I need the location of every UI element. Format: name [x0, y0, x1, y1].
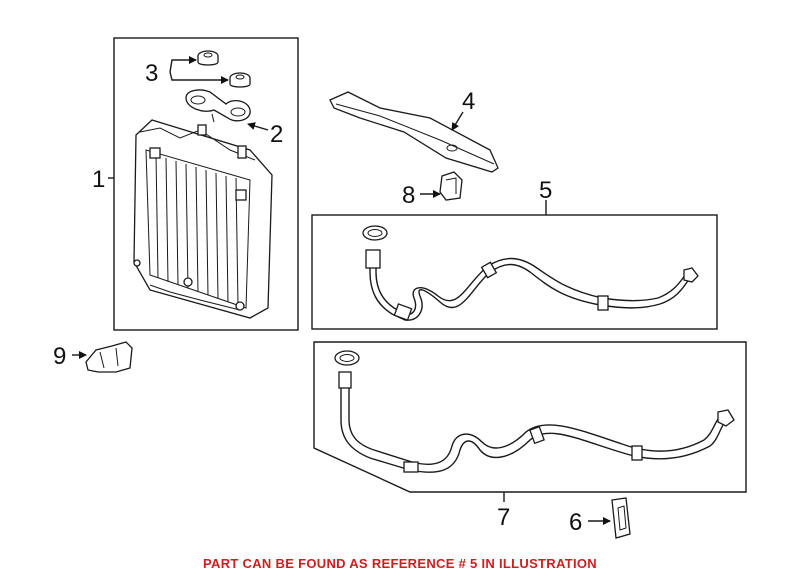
line-holder[interactable]: [85, 341, 133, 373]
retaining-clip[interactable]: [439, 171, 463, 201]
radiator-assembly[interactable]: [133, 119, 273, 319]
callout-4: 4: [462, 88, 475, 115]
air-deflector[interactable]: [329, 91, 499, 173]
callout-1: 1: [92, 166, 105, 193]
callout-6: 6: [569, 509, 582, 536]
oil-cooler-line-lower[interactable]: [334, 350, 735, 473]
callout-7: 7: [497, 504, 510, 531]
oil-cooler-line-lower-frame: [313, 341, 747, 493]
grommet-lower[interactable]: [229, 72, 251, 88]
line-bracket[interactable]: [611, 497, 631, 539]
oil-cooler-line-upper[interactable]: [362, 225, 699, 321]
callout-2: 2: [270, 121, 283, 148]
callout-8: 8: [402, 182, 415, 209]
leader-lines: [72, 56, 611, 525]
oil-cooler-line-group-frame: [311, 214, 718, 330]
callout-5: 5: [539, 177, 552, 204]
callout-9: 9: [53, 343, 66, 370]
reference-caption: PART CAN BE FOUND AS REFERENCE # 5 IN IL…: [203, 556, 597, 571]
radiator-mount-bracket[interactable]: [185, 89, 251, 123]
grommet-upper[interactable]: [197, 50, 219, 66]
radiator-group-frame: [113, 37, 299, 331]
callout-3: 3: [145, 60, 158, 87]
